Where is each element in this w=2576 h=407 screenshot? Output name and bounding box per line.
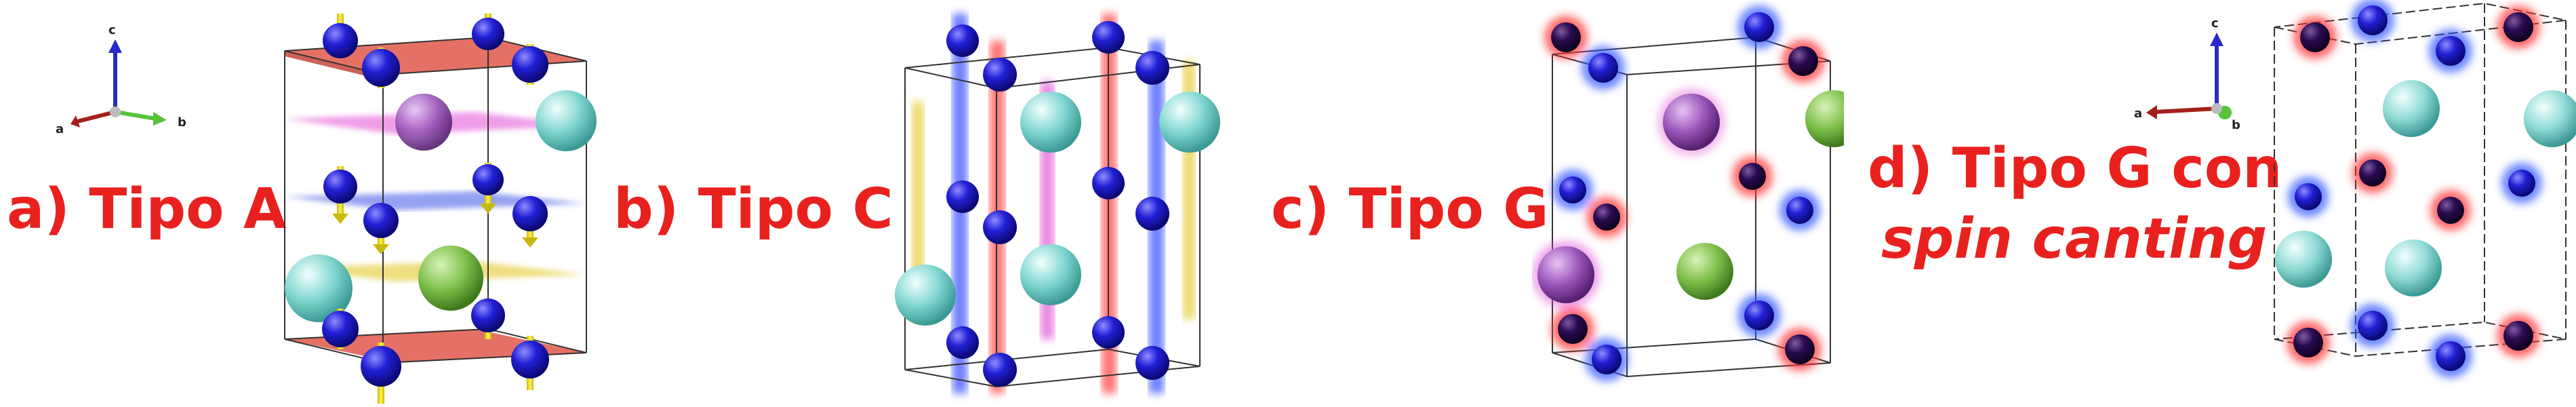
- glows-d: [2287, 0, 2542, 378]
- ln-atom: [1676, 243, 1733, 300]
- ln-atom: [1020, 92, 1081, 153]
- plane-blue: [285, 191, 586, 210]
- panel-c-structure: [1532, 5, 1844, 381]
- axis-b-label-d: b: [2232, 118, 2240, 132]
- ln-atom: [1537, 246, 1594, 303]
- axis-triad-d: c a b: [2134, 16, 2240, 132]
- ln-atom: [2275, 231, 2332, 288]
- axis-c-label-d: c: [2211, 16, 2219, 31]
- axis-a-label-d: a: [2134, 106, 2142, 121]
- ln-atom: [2385, 239, 2442, 296]
- ln-atom: [285, 254, 353, 322]
- fe-atoms-c: [1551, 12, 1818, 374]
- ln-atom: [2383, 80, 2440, 137]
- ln-atom: [536, 90, 597, 151]
- panel-d-structure: c a b: [2134, 0, 2576, 378]
- ln-atom: [895, 265, 956, 326]
- fe-atoms-d: [2293, 5, 2535, 371]
- axis-c-label: c: [108, 23, 116, 37]
- axis-a-label: a: [56, 122, 64, 136]
- panel-d-label-line1: d) Tipo G con: [1868, 136, 2282, 201]
- plane-bottom-red: [285, 329, 586, 363]
- axis-triad-a: c a b: [56, 23, 186, 136]
- panel-b-structure: [895, 14, 1220, 393]
- panel-a-label: a) Tipo A: [7, 177, 287, 241]
- ln-atom: [2524, 90, 2576, 147]
- panel-c-label: c) Tipo G: [1271, 177, 1549, 241]
- ln-atom: [1663, 94, 1720, 151]
- ln-atom: [395, 94, 452, 151]
- ln-atom: [418, 246, 483, 311]
- ln-atom: [1020, 244, 1081, 305]
- axis-b-label: b: [178, 115, 186, 130]
- fe-atoms-a: [322, 14, 549, 404]
- panel-a-structure: c a b: [56, 14, 597, 404]
- ln-atom: [1805, 90, 1844, 147]
- plane-top-red: [285, 37, 586, 75]
- ln-atom: [1159, 92, 1220, 153]
- panel-d-label-line2: spin canting: [1881, 207, 2268, 271]
- fe-atoms-b: [946, 21, 1169, 387]
- panel-b-label: b) Tipo C: [613, 177, 893, 241]
